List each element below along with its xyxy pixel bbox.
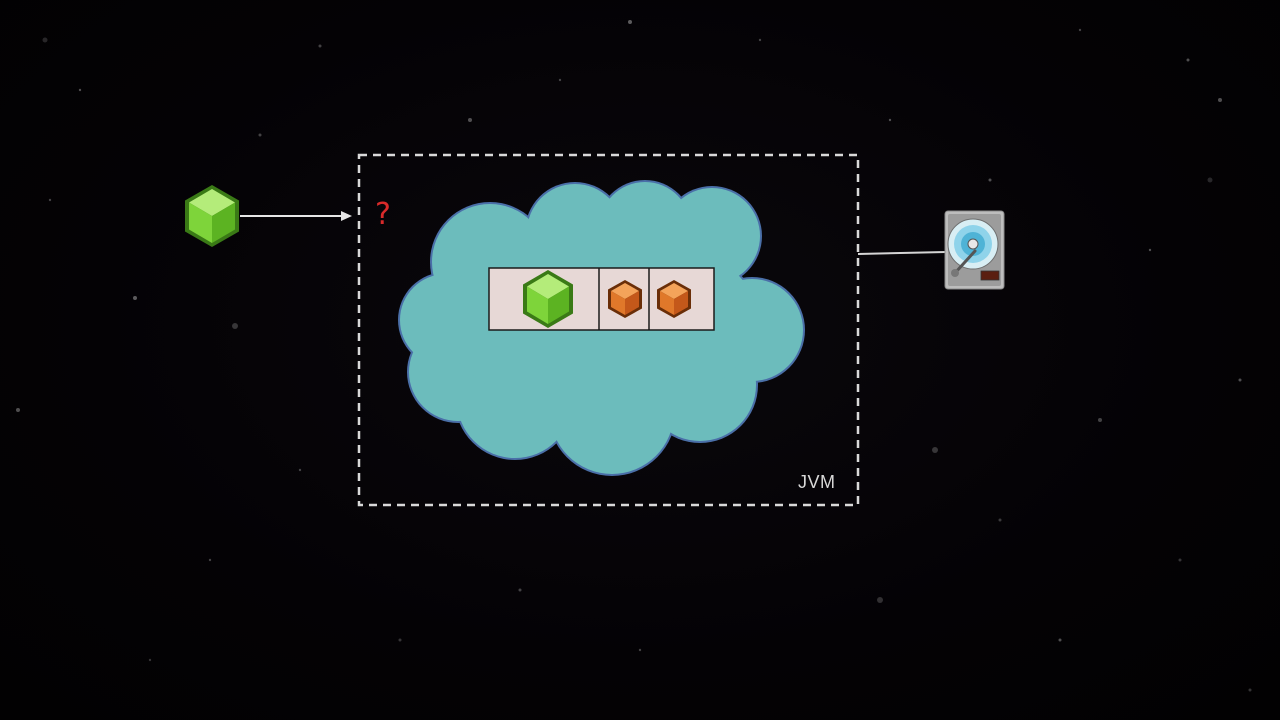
jvm-boundary bbox=[357, 153, 860, 507]
jvm-label: JVM bbox=[798, 472, 836, 492]
orange-cube-icon bbox=[657, 280, 691, 318]
question-mark: ? bbox=[375, 197, 391, 232]
green-cube-icon bbox=[185, 185, 239, 247]
orange-cube-icon bbox=[608, 280, 642, 318]
incoming-arrow bbox=[240, 211, 352, 221]
jvm-to-disk-connector bbox=[857, 251, 947, 255]
green-cube-icon bbox=[523, 270, 573, 328]
hard-drive-icon bbox=[944, 210, 1005, 290]
